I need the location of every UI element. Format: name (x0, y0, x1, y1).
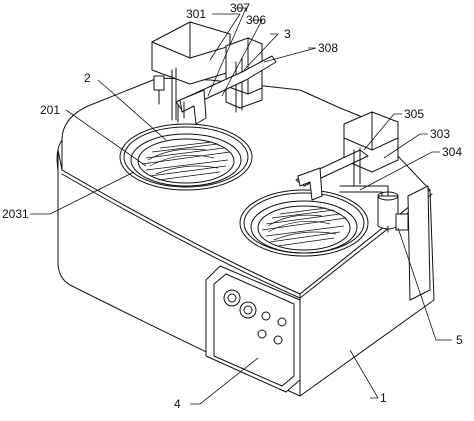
first-grinding-bowl (119, 123, 253, 191)
pump (377, 195, 399, 230)
label-2031: 2031 (2, 207, 29, 221)
label-307: 307 (230, 1, 250, 15)
label-308: 308 (318, 41, 338, 55)
label-301: 301 (186, 7, 206, 21)
control-panel (205, 265, 301, 393)
label-303: 303 (430, 127, 450, 141)
label-5: 5 (456, 333, 463, 347)
label-1: 1 (380, 391, 387, 405)
second-grinding-disc-texture (261, 207, 347, 247)
label-201: 201 (40, 103, 60, 117)
first-grinding-disc-texture (141, 141, 231, 181)
knob-1-icon (223, 289, 241, 307)
second-grinding-bowl (239, 189, 369, 257)
leader-lines (30, 7, 452, 405)
button-3-icon (257, 329, 267, 339)
button-4-icon (273, 335, 283, 345)
reference-numerals: 301 307 306 3 308 2 201 2031 305 303 304… (2, 1, 463, 411)
button-2-icon (277, 317, 287, 327)
label-304: 304 (442, 145, 462, 159)
first-drive-assembly (151, 21, 277, 125)
knob-2-icon (239, 301, 257, 319)
label-4: 4 (174, 397, 181, 411)
label-306: 306 (246, 13, 266, 27)
label-3: 3 (284, 27, 291, 41)
button-1-icon (261, 311, 271, 321)
label-2: 2 (84, 71, 91, 85)
label-305: 305 (404, 107, 424, 121)
